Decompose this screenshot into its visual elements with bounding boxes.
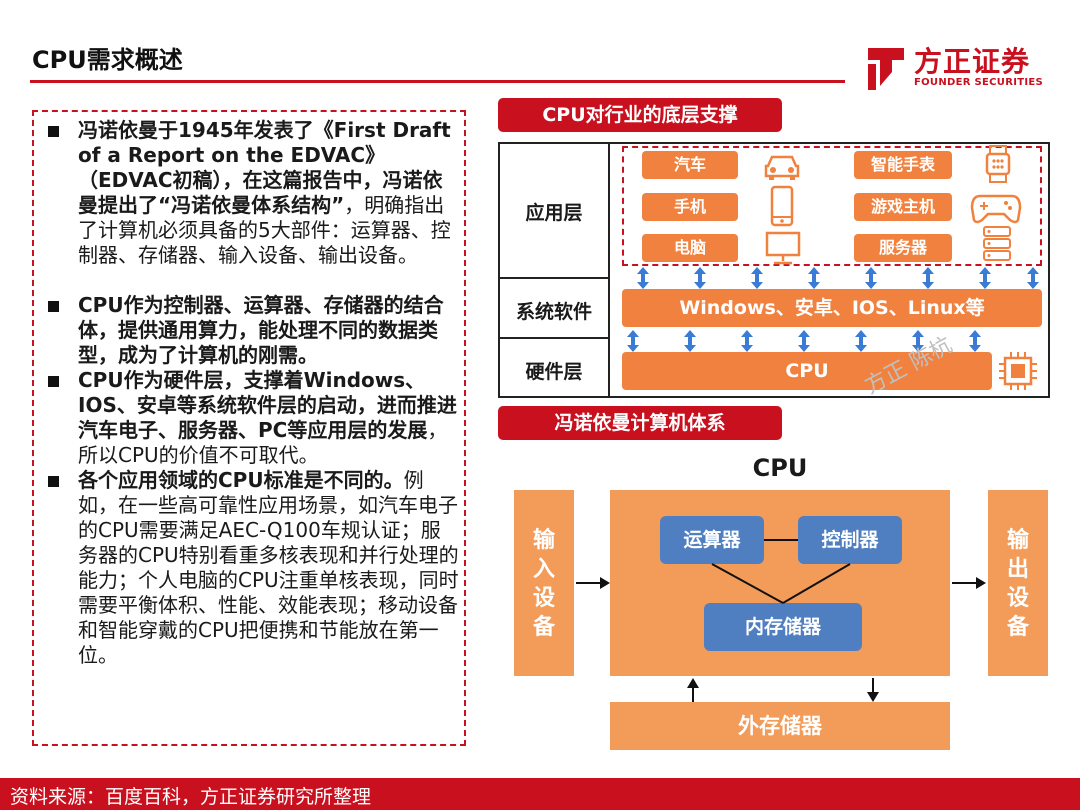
row-divider: [498, 337, 610, 339]
down-arrow-icon: [867, 678, 879, 702]
bullet-item: CPU作为硬件层，支撑着Windows、IOS、安卓等系统软件层的启动，进而推进…: [44, 368, 459, 468]
external-storage-label: 外存储器: [738, 714, 822, 738]
logo-name-cn: 方正证券: [914, 45, 1031, 78]
square-bullet-icon: [48, 476, 59, 487]
app-layer-label: 应用层: [525, 202, 583, 224]
bullet-bold-text: 冯诺依曼于1945年发表了《First Draft of a Report on…: [78, 118, 451, 217]
cpu-bar: CPU: [622, 352, 992, 390]
vonneumann-heading: 冯诺依曼计算机体系: [498, 406, 782, 440]
arrow-row-upper: [636, 267, 1040, 289]
hardware-layer-label: 硬件层: [525, 361, 583, 383]
arrow-row-lower: [626, 330, 986, 352]
app-layer-area: [622, 146, 1042, 266]
footer-bar: [0, 778, 1080, 810]
source-note: 资料来源：百度百科，方正证券研究所整理: [10, 786, 372, 808]
car-icon: [764, 155, 800, 180]
memory-box: 内存储器: [704, 603, 862, 651]
system-layer-label: 系统软件: [515, 301, 592, 323]
input-arrow-icon: [576, 577, 610, 589]
square-bullet-icon: [48, 301, 59, 312]
app-computer: 电脑: [642, 234, 738, 262]
bullet-item: 冯诺依曼于1945年发表了《First Draft of a Report on…: [44, 118, 459, 293]
gamepad-icon: [970, 194, 1022, 224]
system-software-bar: Windows、安卓、IOS、Linux等: [622, 289, 1042, 327]
bullet-normal-text: ，所以CPU的价值不可取代。: [78, 418, 448, 467]
double-arrow-icon: [627, 330, 981, 352]
up-arrow-icon: [687, 678, 699, 702]
output-device-box: 输出设备: [988, 490, 1048, 676]
bullet-normal-text: 例如，在一些高可靠性应用场景，如汽车电子的CPU需要满足AEC-Q100车规认证…: [78, 468, 459, 667]
input-device-box: 输入设备: [514, 490, 574, 676]
square-bullet-icon: [48, 126, 59, 137]
server-icon: [983, 226, 1011, 261]
output-device-label: 输出设备: [1006, 528, 1029, 640]
app-car: 汽车: [642, 151, 738, 179]
cpu-title: CPU: [752, 454, 808, 482]
input-device-label: 输入设备: [532, 528, 555, 640]
controller-box: 控制器: [798, 516, 902, 564]
app-phone: 手机: [642, 193, 738, 221]
text-panel-border: [32, 110, 466, 746]
founder-logo-icon: [868, 48, 904, 90]
app-smartwatch: 智能手表: [854, 151, 952, 179]
support-heading: CPU对行业的底层支撑: [498, 98, 782, 132]
bullet-bold-text: 各个应用领域的CPU标准是不同的。: [78, 468, 404, 492]
monitor-icon: [765, 231, 801, 265]
company-logo: 方正证券 FOUNDER SECURITIES: [862, 40, 1052, 96]
output-arrow-icon: [952, 577, 986, 589]
logo-name-en: FOUNDER SECURITIES: [914, 77, 1044, 88]
bullet-bold-text: CPU作为硬件层，支撑着Windows、IOS、安卓等系统软件层的启动，进而推进…: [78, 368, 457, 442]
app-server: 服务器: [854, 234, 952, 262]
page-title: CPU需求概述: [32, 46, 183, 74]
alu-box: 运算器: [660, 516, 764, 564]
row-divider: [498, 277, 610, 279]
bullet-bold-text: CPU作为控制器、运算器、存储器的结合体，提供通用算力，能处理不同的数据类型，成…: [78, 293, 444, 367]
smartwatch-icon: [985, 145, 1011, 183]
app-game-console: 游戏主机: [854, 193, 952, 221]
double-arrow-icon: [637, 267, 1039, 289]
title-divider: [30, 80, 845, 83]
square-bullet-icon: [48, 376, 59, 387]
bullet-list: 冯诺依曼于1945年发表了《First Draft of a Report on…: [44, 118, 459, 668]
external-storage-box: 外存储器: [610, 702, 950, 750]
support-table-frame: [498, 142, 1050, 398]
bullet-item: CPU作为控制器、运算器、存储器的结合体，提供通用算力，能处理不同的数据类型，成…: [44, 293, 459, 368]
bullet-normal-text: ，明确指出了计算机必须具备的5大部件：运算器、控制器、存储器、输入设备、输出设备…: [78, 193, 451, 267]
bullet-item: 各个应用领域的CPU标准是不同的。例如，在一些高可靠性应用场景，如汽车电子的CP…: [44, 468, 459, 668]
chip-icon: [999, 352, 1037, 390]
phone-icon: [770, 185, 794, 227]
column-divider: [608, 142, 610, 398]
